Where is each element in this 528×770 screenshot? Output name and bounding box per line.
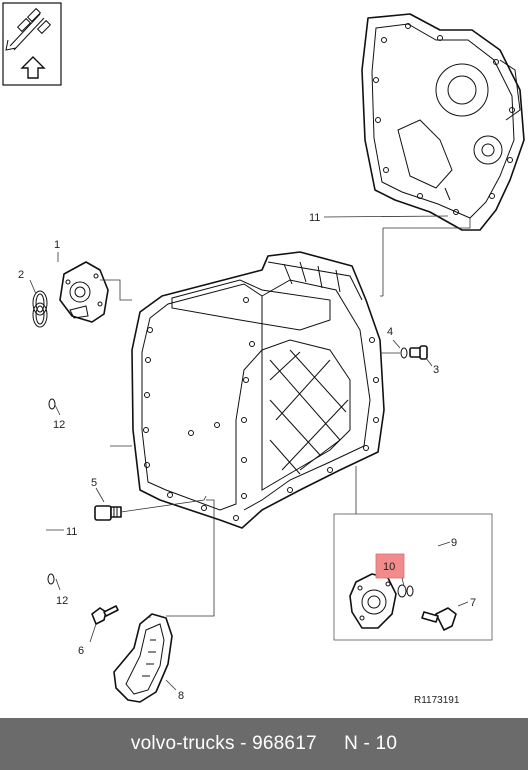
bracket [113, 613, 173, 703]
callout-6: 6 [78, 645, 84, 657]
callout-9: 9 [451, 537, 457, 549]
flange [349, 573, 397, 629]
parts-diagram: 1 2 3 4 5 6 7 8 9 10 11 11 12 12 R117319… [2, 2, 525, 706]
highlight-10 [375, 553, 405, 579]
callout-7: 7 [470, 597, 476, 609]
oil-pipe [18, 400, 47, 588]
washer-bottom [47, 573, 55, 585]
gearbox-housing [131, 251, 385, 529]
up-arrow-icon[interactable] [20, 56, 46, 79]
footer-bar: volvo-trucks - 968617 N - 10 [0, 718, 528, 770]
callout-11-pipe: 11 [66, 526, 77, 538]
callout-3: 3 [433, 364, 439, 376]
o-rings [32, 290, 48, 328]
callout-1: 1 [54, 239, 60, 251]
exploded-view-icon [5, 7, 52, 51]
bolt-6 [91, 605, 119, 625]
callout-11-top: 11 [309, 212, 320, 224]
callout-10: 10 [383, 561, 395, 573]
callout-12-top: 12 [53, 419, 65, 431]
footer-brand-part: volvo-trucks - 968617 [130, 733, 317, 754]
plug [94, 505, 122, 521]
washer-4 [400, 347, 408, 359]
navigation-box[interactable] [2, 2, 62, 86]
bolt-7 [421, 607, 457, 631]
housing-plate [361, 13, 525, 231]
bolt-3 [409, 345, 428, 360]
seal-10 [397, 584, 414, 598]
washer-top [48, 398, 56, 410]
callout-2: 2 [18, 269, 24, 281]
callout-4: 4 [387, 326, 393, 338]
front-cover [59, 261, 109, 323]
footer-page: N - 10 [344, 733, 398, 754]
callout-8: 8 [178, 690, 184, 702]
footer-separator [317, 733, 344, 755]
inset-box [333, 513, 493, 641]
reference-code: R1173191 [414, 695, 460, 706]
callout-5: 5 [91, 477, 97, 489]
callout-12-bottom: 12 [56, 595, 68, 607]
